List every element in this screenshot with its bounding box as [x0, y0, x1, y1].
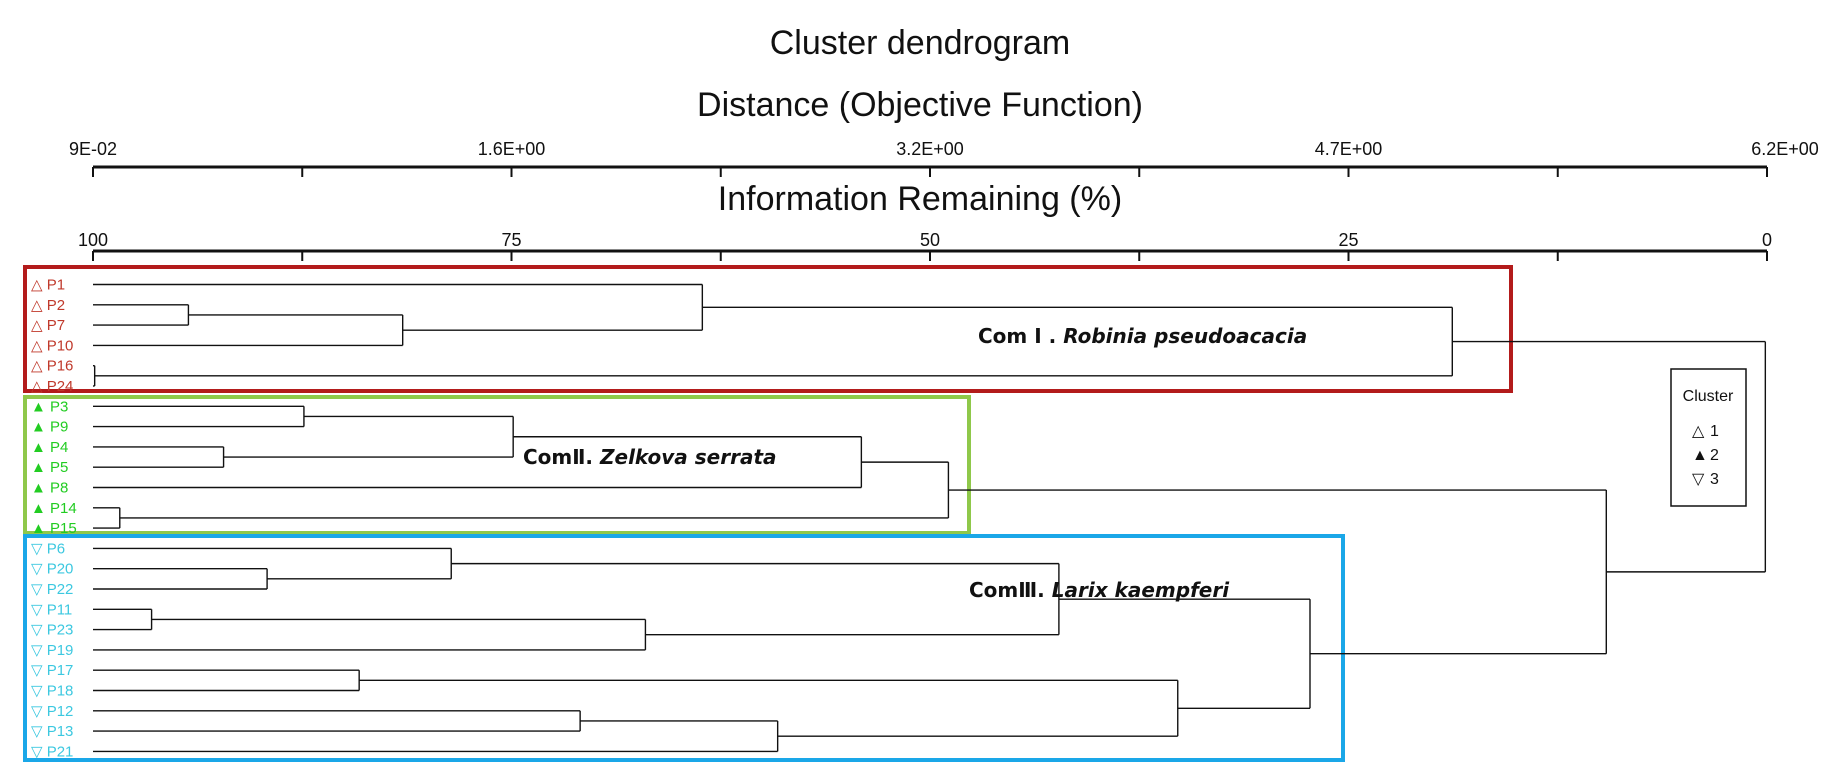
distance-tick-label: 6.2E+00: [1751, 139, 1819, 159]
legend-label-2: 2: [1710, 447, 1719, 464]
information-tick-label: 75: [501, 230, 521, 250]
legend-symbol-2: ▲: [1692, 447, 1708, 464]
information-tick-label: 25: [1338, 230, 1358, 250]
leaf-label-p19: ▽ P19: [31, 642, 73, 659]
leaf-label-p9: ▲ P9: [31, 419, 68, 436]
leaf-label-p6: ▽ P6: [31, 540, 65, 557]
leaf-label-p2: △ P2: [31, 297, 65, 314]
information-tick-label: 0: [1762, 230, 1772, 250]
community-label-2: ComⅡ. Zelkova serrata: [523, 445, 777, 469]
leaf-label-p4: ▲ P4: [31, 439, 68, 456]
community-box-3: [23, 534, 1345, 762]
community-prefix: ComⅢ.: [969, 578, 1052, 602]
legend-label-1: 1: [1710, 423, 1719, 440]
leaf-labels: △ P1 △ P2 △ P7 △ P10 △ P16 △ P24 ▲ P3 ▲ P9 ▲ P4 ▲…: [31, 277, 77, 761]
leaf-label-p15: ▲ P15: [31, 520, 77, 537]
community-boxes: [23, 265, 1513, 762]
leaf-label-p10: △ P10: [31, 337, 73, 354]
leaf-label-p13: ▽ P13: [31, 723, 73, 740]
leaf-label-p16: △ P16: [31, 358, 73, 375]
leaf-label-p3: ▲ P3: [31, 398, 68, 415]
dendrogram-branches: [93, 283, 1767, 753]
legend-box: [1670, 368, 1747, 507]
community-prefix: ComⅡ.: [523, 445, 600, 469]
community-label-3: ComⅢ. Larix kaempferi: [969, 578, 1230, 602]
leaf-label-p14: ▲ P14: [31, 500, 77, 517]
legend-title: Cluster: [1683, 388, 1734, 405]
leaf-label-p7: △ P7: [31, 317, 65, 334]
community-prefix: Com Ⅰ .: [978, 324, 1063, 348]
distance-tick-label: 4.7E+00: [1315, 139, 1383, 159]
community-label-1: Com Ⅰ . Robinia pseudoacacia: [978, 324, 1307, 348]
leaf-label-p11: ▽ P11: [31, 601, 72, 618]
information-tick-label: 100: [78, 230, 108, 250]
community-species: Larix kaempferi: [1052, 578, 1230, 602]
information-axis-label: Information Remaining (%): [718, 180, 1122, 218]
distance-tick-label: 1.6E+00: [478, 139, 546, 159]
community-species: Zelkova serrata: [599, 445, 777, 469]
axes-group: 9E-02 1.6E+00 3.2E+00 4.7E+00 6.2E+00 100 75 50…: [69, 139, 1819, 261]
leaf-label-p23: ▽ P23: [31, 622, 73, 639]
information-tick-label: 50: [920, 230, 940, 250]
legend-label-3: 3: [1710, 471, 1719, 488]
legend-symbol-3: ▽: [1692, 471, 1705, 488]
community-box-2: [23, 395, 971, 535]
legend-symbol-1: △: [1692, 423, 1705, 440]
community-box-1: [23, 265, 1513, 393]
leaf-label-p1: △ P1: [31, 277, 65, 294]
leaf-label-p12: ▽ P12: [31, 703, 73, 720]
leaf-label-p8: ▲ P8: [31, 480, 68, 497]
leaf-label-p24: △ P24: [31, 378, 73, 395]
distance-tick-label: 3.2E+00: [896, 139, 964, 159]
leaf-label-p20: ▽ P20: [31, 561, 73, 578]
chart-title: Cluster dendrogram: [770, 24, 1070, 62]
community-species: Robinia pseudoacacia: [1063, 324, 1307, 348]
leaf-label-p17: ▽ P17: [31, 662, 73, 679]
distance-axis-label: Distance (Objective Function): [697, 86, 1143, 124]
leaf-label-p5: ▲ P5: [31, 459, 68, 476]
legend: Cluster △ 1▲2 ▽ 3: [1670, 368, 1747, 507]
leaf-label-p22: ▽ P22: [31, 581, 73, 598]
distance-tick-label: 9E-02: [69, 139, 117, 159]
leaf-label-p18: ▽ P18: [31, 683, 73, 700]
leaf-label-p21: ▽ P21: [31, 743, 73, 760]
